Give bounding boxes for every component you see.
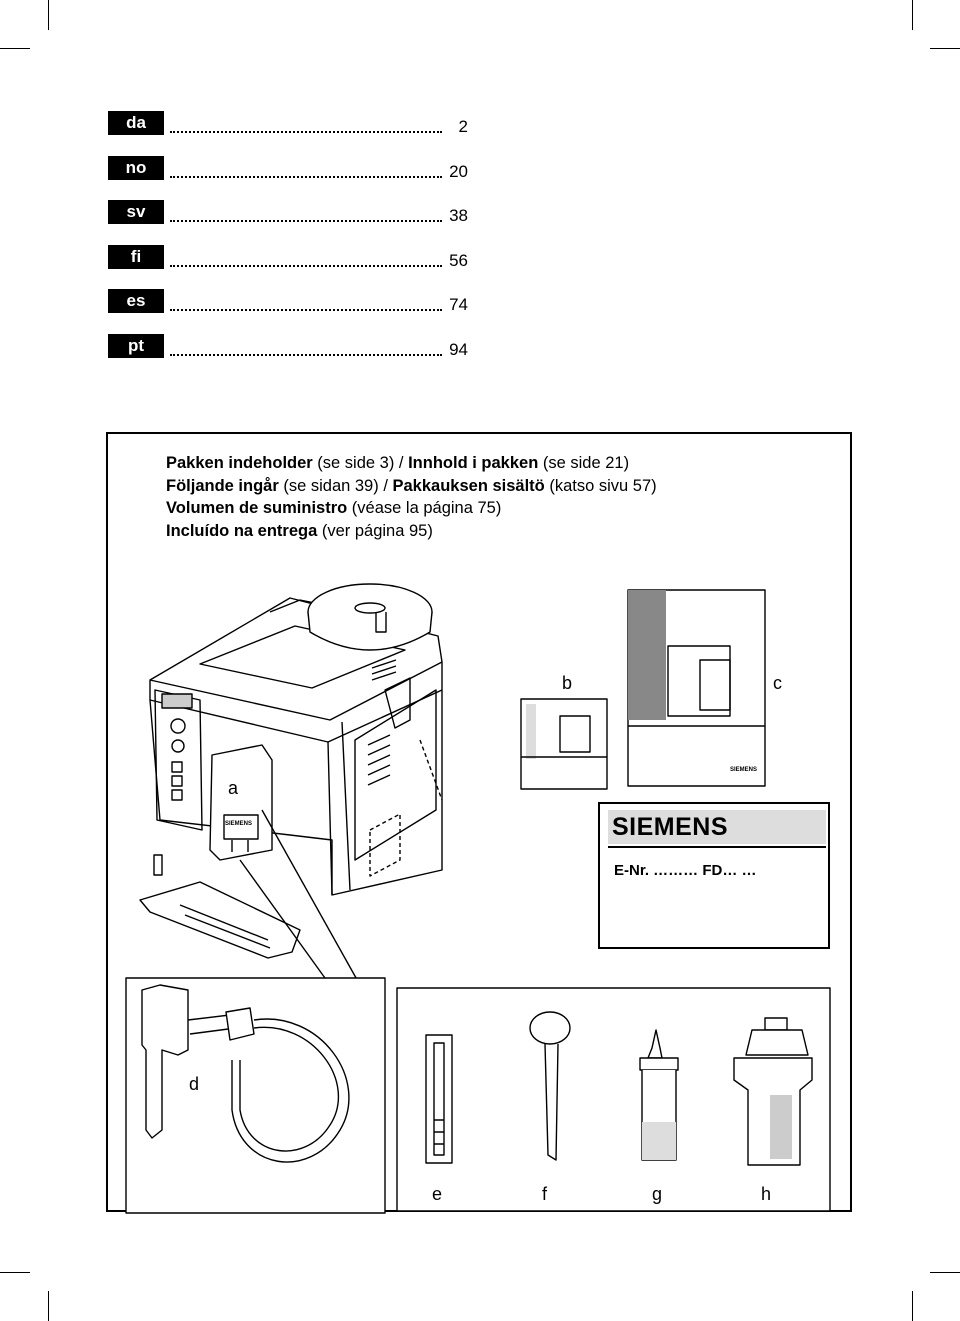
- water-hardness-test-strip: [425, 1034, 453, 1164]
- toc-row-sv[interactable]: sv 38: [108, 200, 468, 225]
- toc-row-pt[interactable]: pt 94: [108, 334, 468, 359]
- dot-leader: [170, 220, 442, 222]
- crop-mark: [48, 0, 49, 30]
- heading-line: Pakken indeholder (se side 3) / Innhold …: [166, 454, 630, 472]
- label-d: d: [189, 1074, 200, 1094]
- rating-plate-enr: E-Nr. ……… FD… …: [614, 862, 757, 879]
- dot-leader: [170, 265, 442, 267]
- milk-frother-illustration: [141, 984, 350, 1163]
- divider: [608, 846, 826, 848]
- heading-line: Incluído na entrega (ver página 95): [166, 521, 433, 540]
- manual-brand-label: SIEMENS: [730, 767, 758, 773]
- heading-line: Följande ingår (se sidan 39) / Pakkaukse…: [166, 476, 657, 495]
- operating-manual-small: [520, 698, 608, 790]
- language-tag: sv: [108, 200, 164, 224]
- toc-row-da[interactable]: da 2: [108, 111, 468, 136]
- crop-mark: [912, 0, 913, 30]
- language-tag: es: [108, 289, 164, 313]
- crop-mark: [930, 48, 960, 49]
- dot-leader: [170, 309, 442, 311]
- dot-leader: [170, 176, 442, 178]
- heading-line: Volumen de suministro (véase la página 7…: [166, 499, 502, 517]
- language-tag: pt: [108, 334, 164, 358]
- water-filter-cartridge: [733, 1017, 813, 1166]
- page-number: 94: [449, 340, 468, 359]
- operating-manual-large: [627, 589, 766, 787]
- label-a: a: [228, 778, 239, 798]
- label-g: g: [652, 1184, 663, 1204]
- crop-mark: [0, 1272, 30, 1273]
- rating-plate: SIEMENS E-Nr. ……… FD… …: [598, 802, 830, 949]
- page-number: 56: [449, 251, 468, 270]
- toc-row-es[interactable]: es 74: [108, 289, 468, 314]
- label-h: h: [761, 1184, 772, 1204]
- crop-mark: [912, 1291, 913, 1321]
- language-tag: no: [108, 156, 164, 180]
- page-number: 2: [458, 117, 468, 136]
- toc-row-no[interactable]: no 20: [108, 156, 468, 181]
- label-f: f: [542, 1184, 548, 1204]
- rating-plate-brand: SIEMENS: [608, 810, 826, 844]
- language-tag: fi: [108, 245, 164, 269]
- coffee-machine-illustration: [139, 583, 443, 986]
- label-c: c: [773, 673, 782, 693]
- crop-mark: [48, 1291, 49, 1321]
- grease-tube: [639, 1029, 679, 1161]
- label-e: e: [432, 1184, 443, 1204]
- machine-brand-label: SIEMENS: [225, 821, 253, 827]
- package-contents-heading: Pakken indeholder (se side 3) / Innhold …: [166, 452, 657, 542]
- page-number: 74: [449, 295, 468, 314]
- label-b: b: [562, 673, 573, 693]
- toc-row-fi[interactable]: fi 56: [108, 245, 468, 270]
- language-tag: da: [108, 111, 164, 135]
- dot-leader: [170, 131, 442, 133]
- dot-leader: [170, 354, 442, 356]
- page-number: 38: [449, 206, 468, 225]
- crop-mark: [0, 48, 30, 49]
- crop-mark: [930, 1272, 960, 1273]
- page-number: 20: [449, 162, 468, 181]
- measuring-spoon: [529, 1011, 571, 1161]
